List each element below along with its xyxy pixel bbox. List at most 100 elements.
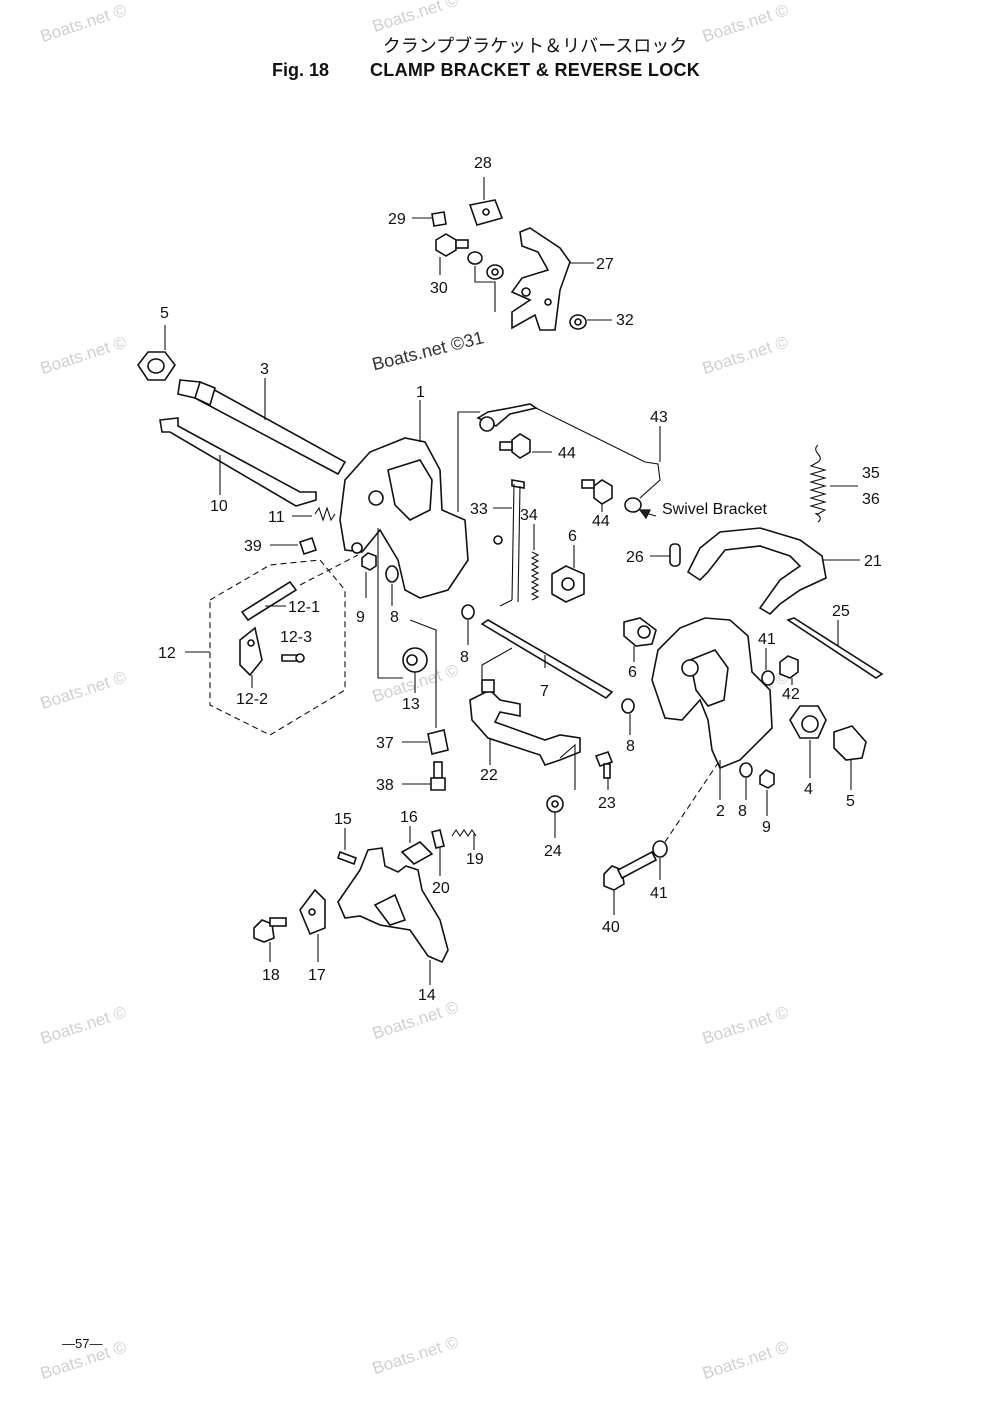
label-36: 36 [862, 491, 880, 508]
part-40-bolt [603, 850, 658, 891]
label-7: 7 [540, 683, 549, 700]
part-14-reverse-lock-bracket [337, 847, 449, 964]
part-38-bolt [430, 761, 446, 791]
part-34-spring [530, 551, 540, 601]
part-8-washer-center-b [621, 698, 635, 714]
label-18: 18 [262, 967, 280, 984]
part-12-2-lever [239, 626, 263, 677]
part-12-1-pin [240, 580, 298, 622]
part-12-assembly-box [209, 559, 346, 736]
label-38: 38 [376, 777, 394, 794]
label-10: 10 [210, 498, 228, 515]
label-6: 6 [568, 528, 577, 545]
label-23: 23 [598, 795, 616, 812]
label-42: 42 [782, 686, 800, 703]
part-4-nut-large [789, 705, 827, 739]
label-43: 43 [650, 409, 668, 426]
label-35: 35 [862, 465, 880, 482]
part-29-screw [431, 211, 447, 227]
label-8: 8 [390, 609, 399, 626]
label-13: 13 [402, 696, 420, 713]
label-27: 27 [596, 256, 614, 273]
label-12-1: 12-1 [288, 599, 320, 616]
part-43-rod [476, 403, 661, 513]
part-5-nut-cap-right [833, 725, 867, 761]
label-12-3: 12-3 [280, 629, 312, 646]
part-18-bolt [253, 917, 287, 943]
part-44-bolt-b [581, 479, 613, 505]
diagram-title: CLAMP BRACKET & REVERSE LOCK [370, 60, 701, 80]
part-9-nut-left [361, 552, 377, 571]
part-24-washer [546, 795, 564, 813]
part-11-spring [314, 506, 336, 522]
label-41: 41 [758, 631, 776, 648]
part-12-3-pin [281, 653, 305, 663]
label-14: 14 [418, 987, 436, 1004]
label-17: 17 [308, 967, 326, 984]
part-31-washers [467, 251, 504, 280]
swivel-bracket-arrow [638, 509, 657, 520]
label-41: 41 [650, 885, 668, 902]
label-8: 8 [738, 803, 747, 820]
label-34: 34 [520, 507, 538, 524]
label-1: 1 [416, 384, 425, 401]
part-32-washer [569, 314, 587, 330]
label-37: 37 [376, 735, 394, 752]
label-22: 22 [480, 767, 498, 784]
label-8: 8 [460, 649, 469, 666]
label-6: 6 [628, 664, 637, 681]
part-42-nut [779, 655, 799, 679]
label-28: 28 [474, 155, 492, 172]
label-26: 26 [626, 549, 644, 566]
part-28-plate [468, 199, 504, 226]
label-2: 2 [716, 803, 725, 820]
part-23-screw [594, 751, 614, 779]
figure-number: Fig. 18 [272, 60, 330, 80]
label-25: 25 [832, 603, 850, 620]
label-29: 29 [388, 211, 406, 228]
part-2-clamp-bracket [651, 617, 773, 770]
label-3: 3 [260, 361, 269, 378]
part-19-spring [451, 829, 477, 837]
label-11: 11 [268, 509, 285, 526]
label-5: 5 [160, 305, 169, 322]
part-13-collar [402, 647, 428, 673]
part-41-washer-bottom [652, 840, 668, 858]
part-44-bolt-a [499, 433, 531, 459]
label-40: 40 [602, 919, 620, 936]
part-25-rod [786, 617, 884, 679]
page-number: —57— [62, 1336, 103, 1351]
part-labels: 28 29 30 27 32 5 3 1 10 11 39 43 44 44 S… [158, 155, 882, 1004]
part-9-nut-right [759, 769, 775, 789]
part-21-swivel-bracket [686, 527, 827, 616]
label-19: 19 [466, 851, 484, 868]
part-15-pin [336, 850, 358, 866]
label-44: 44 [592, 513, 610, 530]
part-8-washer-left [385, 565, 399, 583]
part-3-tilt-tube [177, 379, 347, 476]
label-33: 33 [470, 501, 488, 518]
label-39: 39 [244, 538, 262, 555]
part-17-plate [299, 888, 326, 936]
label-8: 8 [626, 738, 635, 755]
part-6-bushing-upper [551, 565, 585, 603]
part-8-washer-right [739, 762, 753, 778]
label-21: 21 [864, 553, 882, 570]
part-30-bolt [435, 233, 469, 257]
diagram-title-japanese: クランプブラケット＆リバースロック [382, 36, 688, 57]
part-41-washer-right [761, 670, 775, 686]
label-44: 44 [558, 445, 576, 462]
part-10-rod [159, 417, 317, 507]
label-12: 12 [158, 645, 176, 662]
part-5-nut-left [137, 351, 176, 381]
part-35-36-spring [808, 444, 828, 523]
label-20: 20 [432, 880, 450, 897]
part-8-washer-center-a [461, 604, 475, 620]
part-16-bushing [400, 841, 434, 865]
label-16: 16 [400, 809, 418, 826]
part-20-clip [431, 829, 445, 849]
part-7-shaft [480, 619, 614, 700]
part-22-bracket [469, 679, 581, 766]
part-27-reverse-lock-arm [510, 227, 571, 331]
